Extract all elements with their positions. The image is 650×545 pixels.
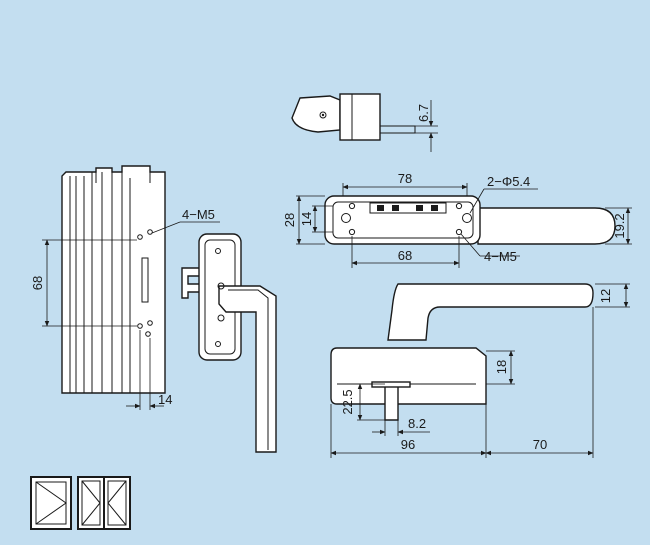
base-width-label: 78	[398, 171, 412, 186]
window-profile-view: 4−M5 68 14	[30, 165, 220, 410]
profile-hole-spacing-label: 68	[30, 276, 45, 290]
profile-offset-label: 14	[158, 392, 172, 407]
base-side-height-label: 18	[494, 360, 509, 374]
handle-side-view: 12 18 22.5 8.2 96 70	[330, 283, 630, 458]
base-inner-height-label: 14	[299, 212, 314, 226]
window-double-sash-icon	[77, 476, 131, 530]
cam-thickness-label: 6.7	[416, 104, 431, 122]
lever-thickness-label: 12	[598, 289, 613, 303]
base-thread-spec-label: 4−M5	[484, 249, 517, 264]
window-single-sash-icon	[30, 476, 72, 530]
spindle-length-label: 22.5	[340, 389, 355, 414]
lever-length-label: 70	[533, 437, 547, 452]
base-top-view: 78 2−Φ5.4 28 14 68 4−M5 19.2	[282, 171, 632, 268]
cam-view: 6.7	[291, 93, 438, 152]
base-hole-spec-label: 2−Φ5.4	[487, 174, 530, 189]
profile-thread-spec-label: 4−M5	[182, 207, 215, 222]
spindle-width-label: 8.2	[408, 416, 426, 431]
handle-front-view	[181, 233, 277, 453]
base-hole-spacing-label: 68	[398, 248, 412, 263]
side-base-length-label: 96	[401, 437, 415, 452]
handle-end-height-label: 19.2	[612, 213, 627, 238]
base-height-label: 28	[282, 213, 297, 227]
